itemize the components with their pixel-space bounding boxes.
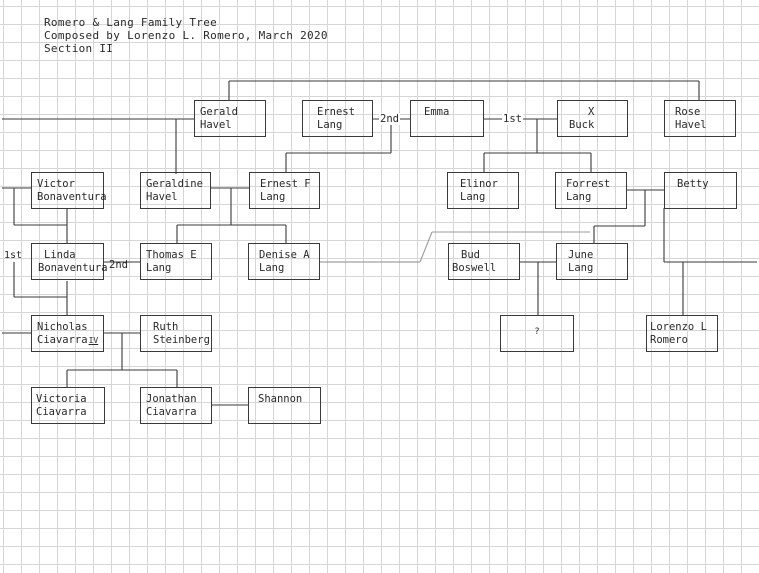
person-first-name: Elinor [460,178,498,190]
person-last-name: Ciavarra [146,406,197,418]
person-ruth-steinberg: Ruth Steinberg [140,315,212,352]
person-thomas-e-lang: Thomas E Lang [140,243,212,280]
person-betty: Betty [664,172,737,209]
person-first-name: Jonathan [146,393,197,405]
person-ernest-lang: Ernest Lang [302,100,373,137]
person-first-name: June [568,249,594,261]
person-rose-havel: Rose Havel [664,100,736,137]
person-lorenzo-l-romero: Lorenzo L Romero [646,315,718,352]
person-last-name: Havel [675,119,707,131]
person-bud-boswell: Bud Boswell [448,243,520,280]
person-first-name: ? [534,327,540,337]
person-last-name: Bonaventura [37,191,107,203]
person-ernest-f-lang: Ernest F Lang [249,172,320,209]
person-last-name: Steinberg [153,334,210,346]
person-first-name: Geraldine [146,178,203,190]
person-last-name: Ciavarra [36,406,87,418]
person-first-name: Rose [675,106,701,118]
person-last-name: Bonaventura [38,262,108,274]
person-first-name: Forrest [566,178,611,190]
tree-title: Romero & Lang Family Tree [44,16,218,29]
marriage-label-linda-thomas: 2nd [109,259,128,271]
person-denise-a-lang: Denise A Lang [248,243,320,280]
person-shannon: Shannon [248,387,321,424]
person-first-name: X [588,106,595,118]
person-last-name-text: Ciavarra [37,334,88,346]
person-first-name: Shannon [258,393,303,405]
person-last-name: Lang [317,119,343,131]
person-gerald-havel: Gerald Havel [194,100,266,137]
person-x-buck: X Buck [557,100,628,137]
marriage-label-linda-first: 1st [4,250,23,261]
person-first-name: Victoria [36,393,87,405]
person-first-name: Ruth [153,321,179,333]
person-last-name: Havel [200,119,232,131]
tree-author: Composed by Lorenzo L. Romero, March 202… [44,29,328,42]
person-last-name: CiavarraIV [37,334,103,347]
person-forrest-lang: Forrest Lang [555,172,627,209]
person-last-name: Lang [460,191,486,203]
person-first-name: Ernest [317,106,355,118]
name-suffix: IV [88,336,99,345]
person-emma: Emma [410,100,484,137]
person-first-name: Gerald [200,106,238,118]
person-victoria-ciavarra: Victoria Ciavarra [31,387,105,424]
person-last-name: Lang [260,191,286,203]
marriage-label-ernest-emma: 2nd [379,113,400,125]
person-jonathan-ciavarra: Jonathan Ciavarra [140,387,212,424]
person-first-name: Victor [37,178,75,190]
person-geraldine-havel: Geraldine Havel [140,172,211,209]
person-first-name: Ernest F [260,178,311,190]
marriage-label-emma-xbuck: 1st [502,113,523,125]
person-first-name: Lorenzo L [650,321,707,333]
person-last-name: Lang [146,262,172,274]
person-last-name: Havel [146,191,178,203]
person-last-name: Romero [650,334,688,346]
tree-section: Section II [44,42,114,55]
person-victor-bonaventura: Victor Bonaventura [31,172,107,209]
connector [419,231,433,263]
person-first-name: Nicholas [37,321,88,333]
person-nicholas-ciavarra: Nicholas CiavarraIV [31,315,104,352]
person-last-name: Boswell [452,262,497,274]
person-first-name: Emma [424,106,450,118]
person-first-name: Linda [44,249,76,261]
person-first-name: Thomas E [146,249,197,261]
person-june-lang: June Lang [556,243,628,280]
person-last-name: Lang [259,262,285,274]
person-first-name: Bud [461,249,480,261]
person-first-name: Betty [677,178,709,190]
tree-header: Romero & Lang Family Tree Composed by Lo… [44,16,328,55]
person-first-name: Denise A [259,249,310,261]
person-last-name: Buck [569,119,595,131]
person-last-name: Lang [568,262,594,274]
person-last-name: Lang [566,191,592,203]
person-linda-bonaventura: Linda Bonaventura [31,243,108,280]
person-elinor-lang: Elinor Lang [447,172,519,209]
person-unknown: ? [500,315,574,352]
